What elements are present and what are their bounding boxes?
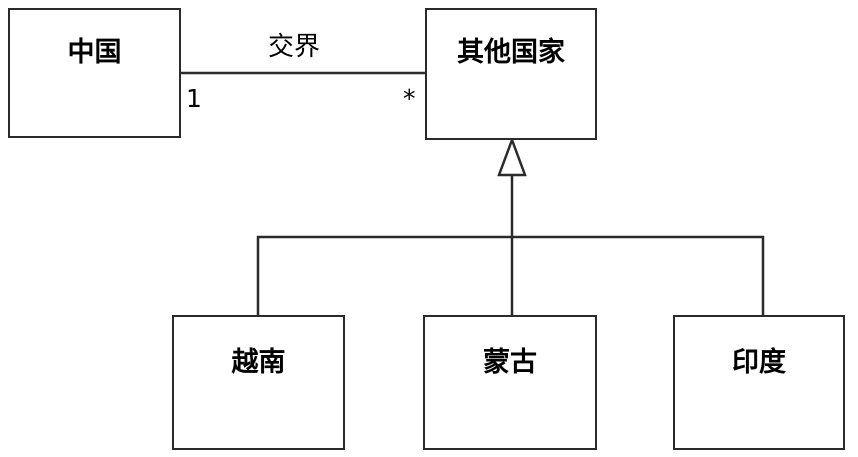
class-name-mongolia: 蒙古 — [483, 347, 537, 378]
class-box-other-country[interactable]: 其他国家 — [425, 8, 597, 140]
association-multiplicity-source: 1 — [186, 84, 202, 113]
association-multiplicity-target: * — [403, 84, 416, 113]
class-box-vietnam[interactable]: 越南 — [172, 315, 345, 450]
association-name-label: 交界 — [268, 32, 321, 62]
class-box-mongolia[interactable]: 蒙古 — [423, 315, 597, 450]
class-name-india: 印度 — [732, 347, 786, 378]
class-name-vietnam: 越南 — [231, 347, 286, 378]
class-name-china: 中国 — [67, 37, 122, 68]
class-box-china[interactable]: 中国 — [8, 8, 181, 138]
class-name-other-country: 其他国家 — [457, 37, 565, 68]
generalization-hollow-triangle-icon — [497, 136, 527, 177]
class-box-india[interactable]: 印度 — [673, 315, 845, 450]
